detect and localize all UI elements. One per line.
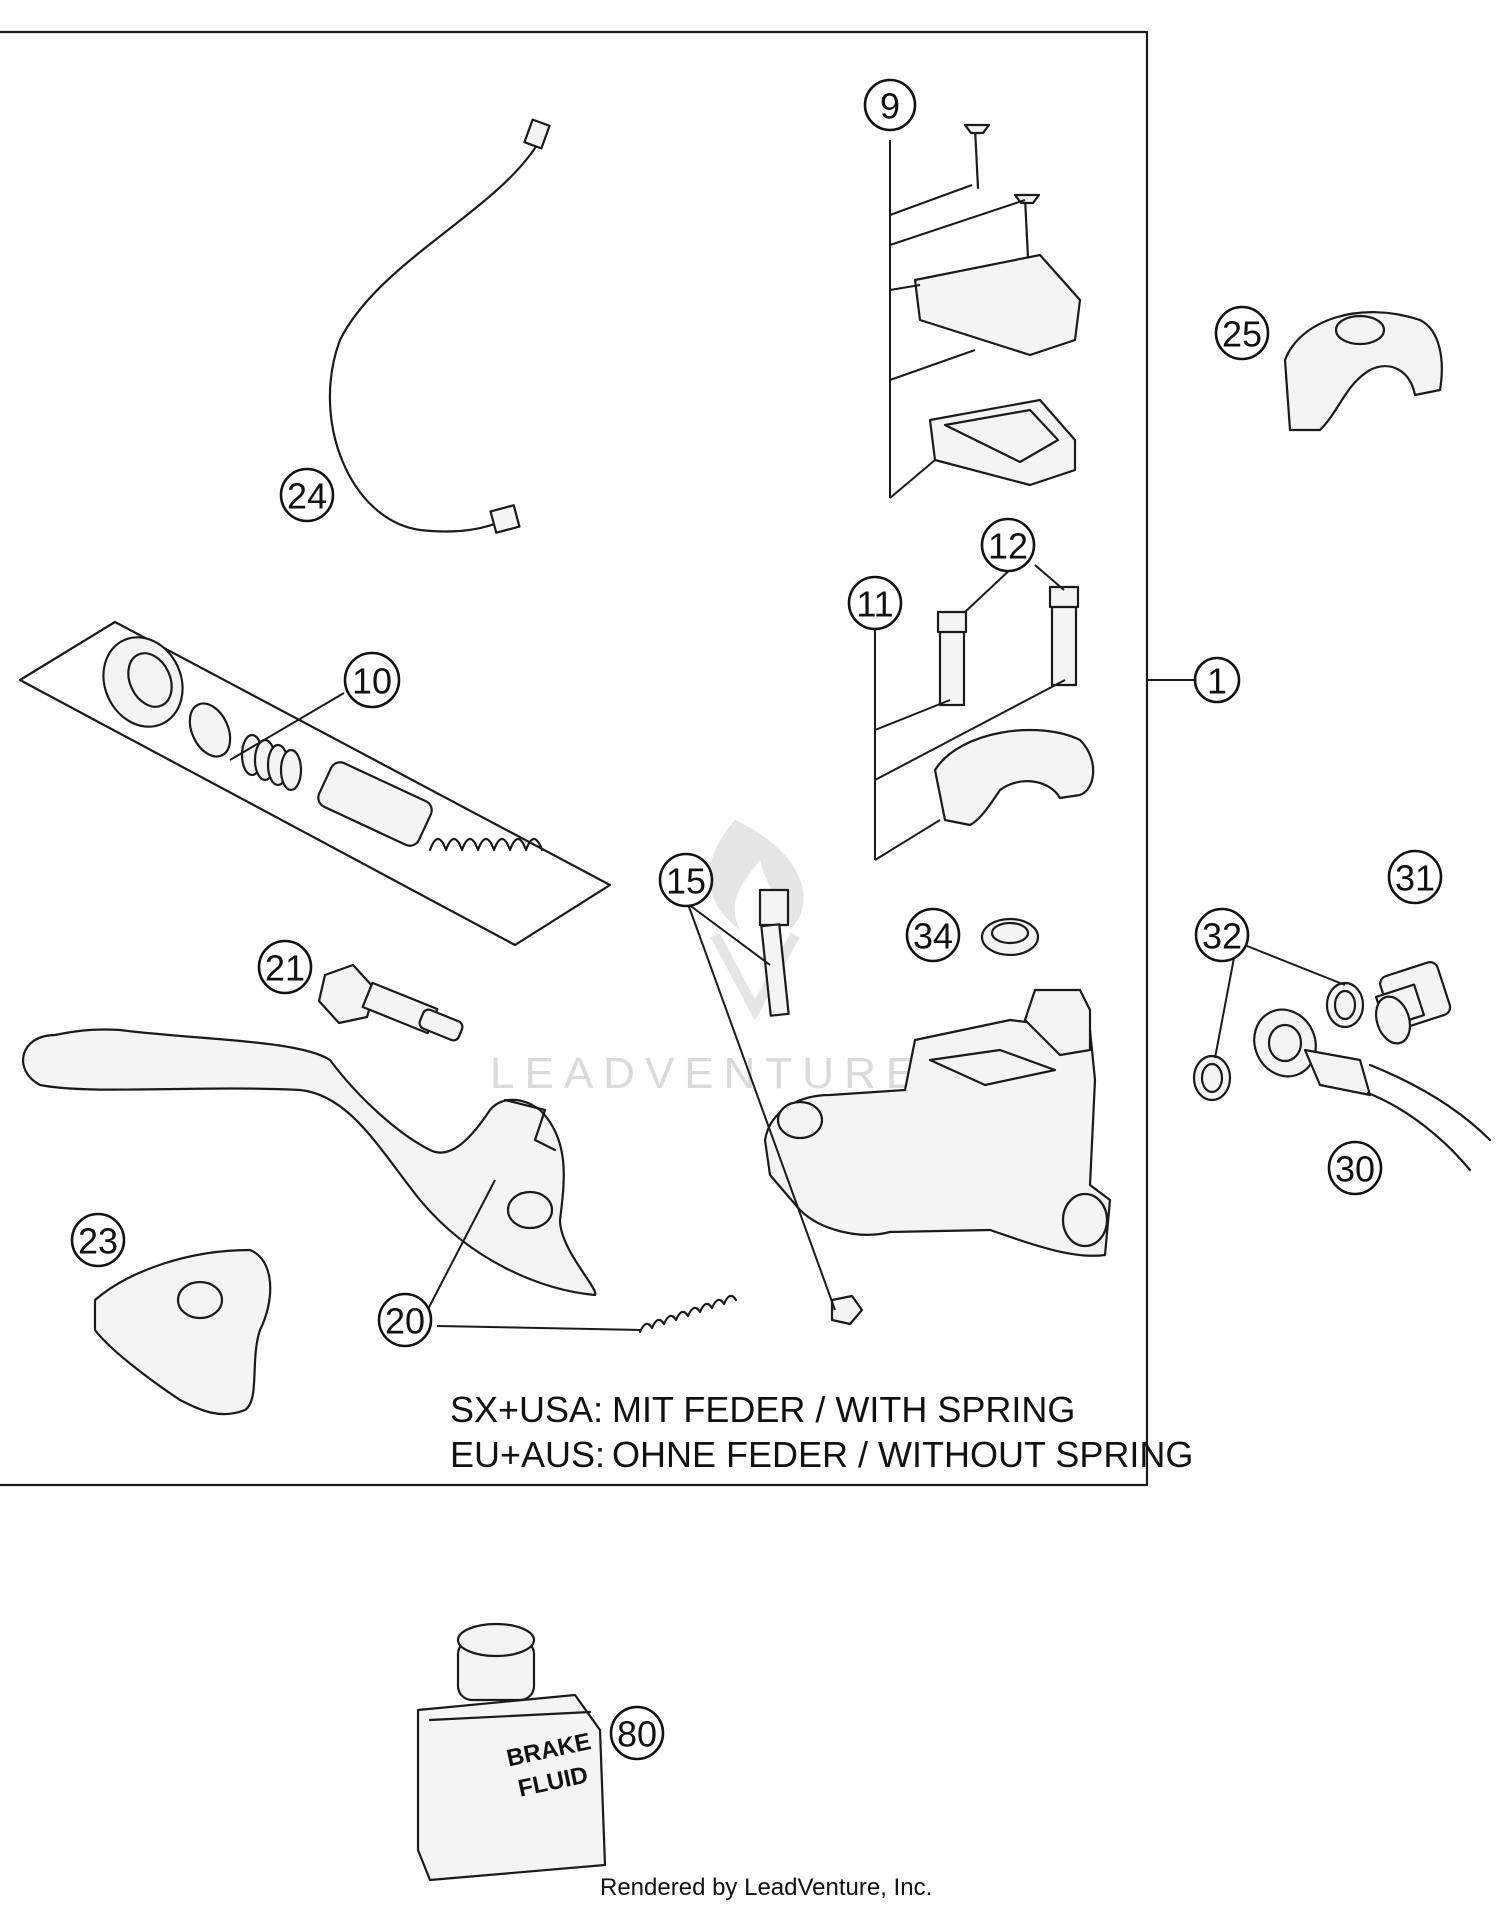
callout-25: 25 (1214, 305, 1270, 361)
svg-text:MIT FEDER / WITH SPRING: MIT FEDER / WITH SPRING (612, 1389, 1075, 1430)
svg-text:OHNE FEDER / WITHOUT SPRING: OHNE FEDER / WITHOUT SPRING (612, 1434, 1193, 1475)
callout-12: 12 (980, 517, 1036, 573)
svg-text:11: 11 (856, 584, 893, 625)
screw-15-part (758, 888, 864, 1326)
clamp-bolts-part (933, 585, 1095, 827)
lever-guard-part (93, 1248, 272, 1416)
cable-sensor-part (328, 118, 551, 534)
watermark-logo (709, 820, 804, 1021)
svg-text:34: 34 (913, 916, 953, 957)
svg-text:30: 30 (1335, 1149, 1375, 1190)
callout-15: 15 (658, 852, 714, 908)
callout-34: 34 (905, 907, 961, 963)
svg-text:EU+AUS:: EU+AUS: (450, 1434, 605, 1475)
svg-text:80: 80 (617, 1714, 657, 1755)
callout-23: 23 (70, 1212, 126, 1268)
cap-34-part (980, 917, 1040, 957)
svg-text:23: 23 (78, 1221, 118, 1262)
callout-21: 21 (257, 939, 313, 995)
brake-fluid-part: BRAKE FLUID (416, 1622, 607, 1882)
callout-10: 10 (343, 651, 401, 709)
watermark: LEADVENTURE (490, 1049, 925, 1098)
callout-9: 9 (863, 78, 917, 132)
assembly-frame (0, 30, 1149, 1487)
callout-30: 30 (1327, 1140, 1383, 1196)
svg-text:SX+USA:: SX+USA: (450, 1389, 603, 1430)
lever-part (22, 1028, 597, 1297)
svg-text:32: 32 (1202, 916, 1242, 957)
svg-text:31: 31 (1395, 858, 1435, 899)
callout-1: 1 (1193, 656, 1241, 704)
reservoir-cover-part (913, 123, 1082, 487)
svg-text:1: 1 (1207, 661, 1227, 702)
spring-note: SX+USA: MIT FEDER / WITH SPRING EU+AUS: … (450, 1389, 1193, 1475)
spring-part (638, 1294, 738, 1334)
callout-24: 24 (279, 467, 335, 523)
washers-part (1192, 981, 1365, 1102)
svg-text:15: 15 (666, 861, 706, 902)
callout-32: 32 (1194, 907, 1250, 963)
svg-text:12: 12 (988, 526, 1028, 567)
master-cylinder-part (763, 988, 1112, 1257)
svg-text:10: 10 (352, 661, 392, 702)
svg-text:20: 20 (385, 1301, 425, 1342)
callout-80: 80 (609, 1705, 665, 1761)
clamp-25-part (1283, 311, 1443, 432)
svg-text:25: 25 (1222, 314, 1262, 355)
svg-text:9: 9 (880, 86, 900, 127)
banjo-bolt-part (1374, 961, 1452, 1045)
brake-hose-part (1253, 1008, 1492, 1172)
adjuster-part (317, 963, 464, 1042)
render-credit: Rendered by LeadVenture, Inc. (600, 1874, 932, 1901)
svg-text:21: 21 (265, 948, 305, 989)
callout-31: 31 (1387, 849, 1443, 905)
svg-text:24: 24 (287, 476, 327, 517)
callout-11: 11 (847, 575, 903, 631)
callout-20: 20 (377, 1292, 433, 1348)
leader-lines (229, 140, 1346, 1331)
repair-kit-part (18, 620, 612, 947)
